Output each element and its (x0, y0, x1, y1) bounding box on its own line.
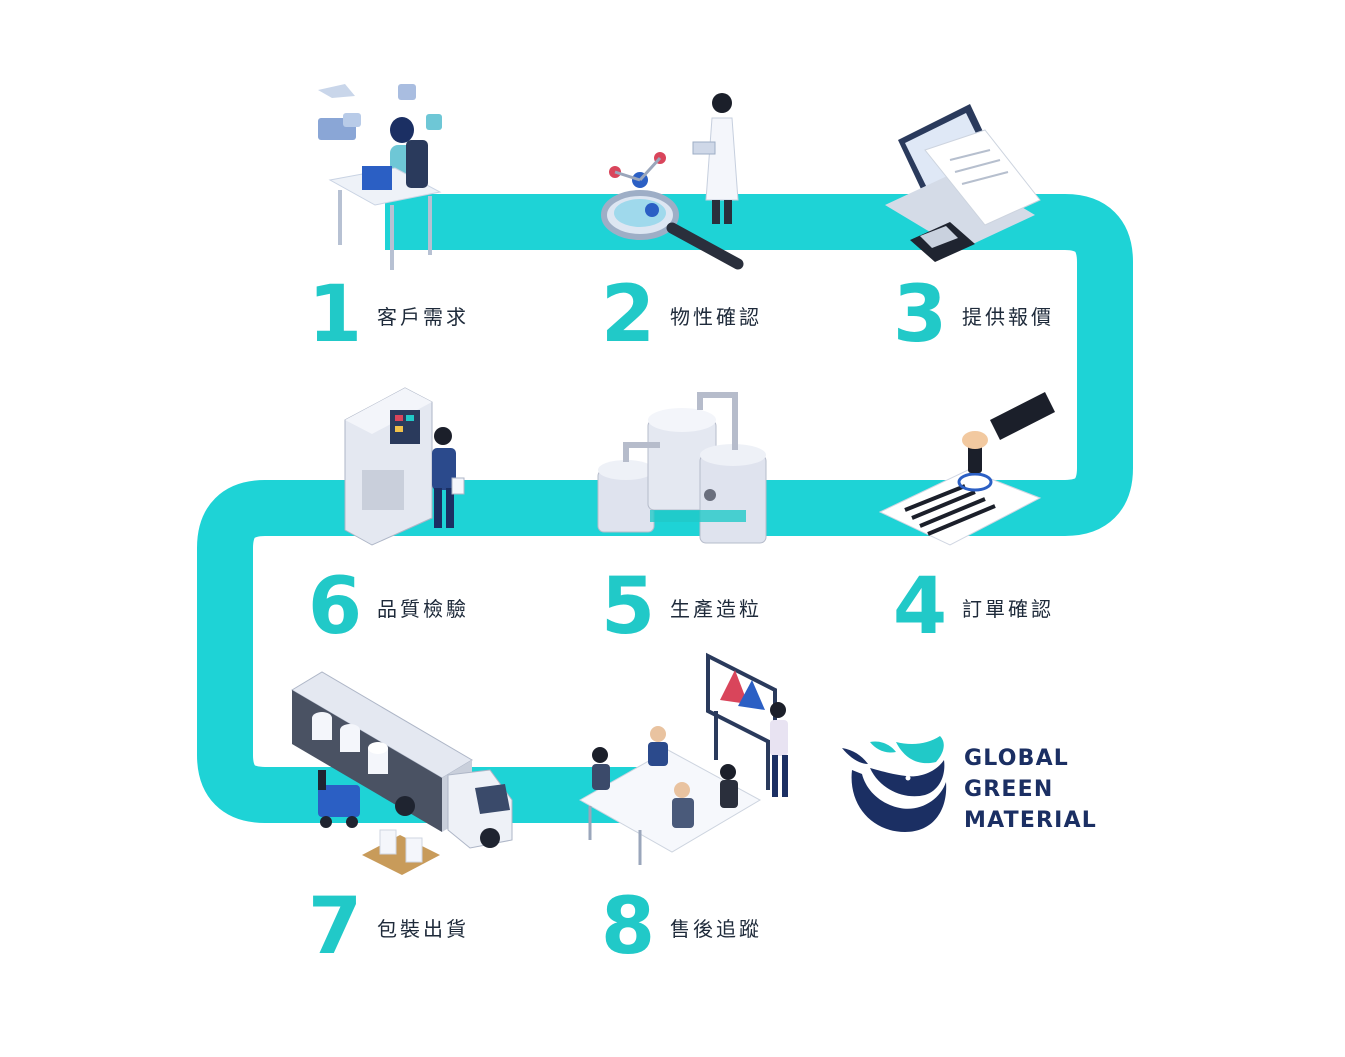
meeting-presentation-icon (578, 652, 788, 865)
step-number: 6 (307, 562, 363, 652)
step-label: 訂單確認 (962, 596, 1054, 621)
step-5: 5 生產造粒 (598, 568, 762, 646)
step-label: 生產造粒 (670, 596, 762, 621)
step-7: 7 包裝出貨 (305, 888, 469, 966)
step-2: 2 物性確認 (598, 276, 762, 354)
scientist-molecule-icon (601, 93, 744, 270)
step-number: 3 (892, 270, 948, 360)
step-label: 客戶需求 (377, 304, 469, 329)
step-number: 4 (892, 562, 948, 652)
brand-line-1: GLOBAL (964, 746, 1070, 771)
step-label: 售後追蹤 (670, 916, 762, 941)
brand-wordmark: GLOBAL GREEN MATERIAL (964, 743, 1097, 836)
step-1: 1 客戶需求 (305, 276, 469, 354)
step-number: 8 (600, 882, 656, 972)
stamp-contract-icon (878, 392, 1055, 546)
step-label: 物性確認 (670, 304, 762, 329)
step-8: 8 售後追蹤 (598, 888, 762, 966)
laptop-invoice-calculator-icon (885, 104, 1041, 262)
step-number: 5 (600, 562, 656, 652)
step-label: 包裝出貨 (377, 916, 469, 941)
production-tanks-icon (597, 392, 767, 544)
step-label: 品質檢驗 (377, 596, 469, 621)
brand-line-2: GREEN (964, 777, 1054, 802)
step-4: 4 訂單確認 (890, 568, 1054, 646)
brand-line-3: MATERIAL (964, 808, 1098, 833)
truck-forklift-icon (291, 671, 513, 875)
step-number: 2 (600, 270, 656, 360)
whale-logo-icon (842, 736, 947, 832)
customer-service-icon (318, 84, 442, 270)
step-6: 6 品質檢驗 (305, 568, 469, 646)
step-label: 提供報價 (962, 304, 1054, 329)
step-number: 7 (307, 882, 363, 972)
quality-inspection-machine-icon (344, 387, 465, 546)
step-3: 3 提供報價 (890, 276, 1054, 354)
step-number: 1 (307, 270, 363, 360)
